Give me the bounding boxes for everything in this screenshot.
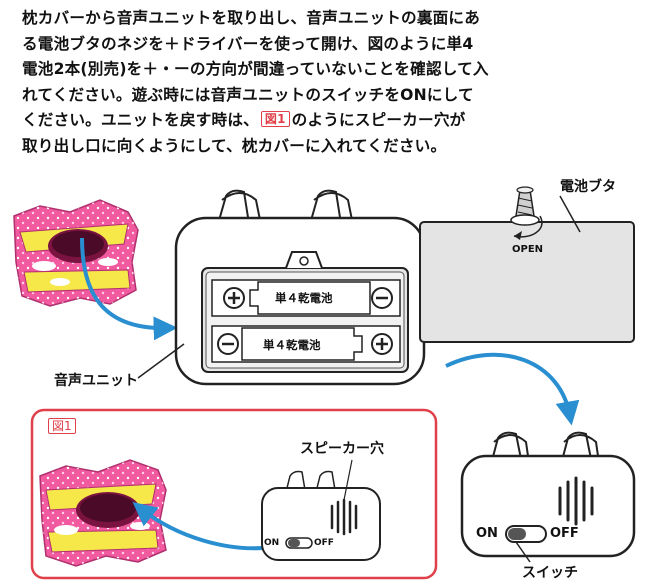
switch-on-label: ON (476, 526, 498, 541)
battery-cover (419, 186, 635, 343)
sound-unit-back (137, 189, 426, 386)
speaker-hole-label: スピーカー穴 (300, 441, 384, 457)
figure-1-small-unit (261, 459, 381, 561)
open-label: OPEN (512, 244, 544, 255)
instruction-line-6: 取り出し口に向くようにして、枕カバーに入れてください。 (22, 136, 447, 155)
figure-reference-badge: 図1 (260, 111, 290, 128)
instruction-line-5-post: のようにスピーカー穴が (291, 111, 466, 130)
insert-arrow (80, 237, 178, 341)
instruction-line-5-pre: ください。ユニットを戻す時は、 (22, 111, 259, 130)
speaker-unit-front (460, 431, 636, 563)
sound-unit-label: 音声ユニット (54, 373, 138, 389)
figure-1-pillow (39, 459, 167, 567)
switch-label: スイッチ (522, 565, 578, 581)
small-switch-off-label: OFF (314, 538, 334, 548)
switch-off-label: OFF (550, 526, 579, 541)
instruction-line-4: れてください。遊ぶ時には音声ユニットのスイッチをONにして (22, 85, 474, 104)
instruction-line-3: 電池2本(別売)を＋・ーの方向が間違っていないことを確認して入 (22, 60, 489, 79)
battery-bottom-label: 単４乾電池 (263, 338, 321, 352)
instruction-text: 枕カバーから音声ユニットを取り出し、音声ユニットの裏面にあ る電池ブタのネジを＋… (22, 6, 647, 160)
instruction-line-2: る電池ブタのネジを＋ドライバーを使って開け、図のように単4 (22, 34, 474, 53)
battery-cover-label: 電池ブタ (560, 179, 616, 195)
figure-1-arrow (132, 502, 263, 551)
small-switch-on-label: ON (264, 538, 280, 548)
flip-arrow (445, 352, 580, 426)
instruction-line-1: 枕カバーから音声ユニットを取り出し、音声ユニットの裏面にあ (22, 9, 481, 27)
pillow-cover-illustration (13, 199, 139, 307)
figure-1-tag: 図1 (48, 418, 76, 434)
battery-top-label: 単４乾電池 (275, 291, 333, 305)
